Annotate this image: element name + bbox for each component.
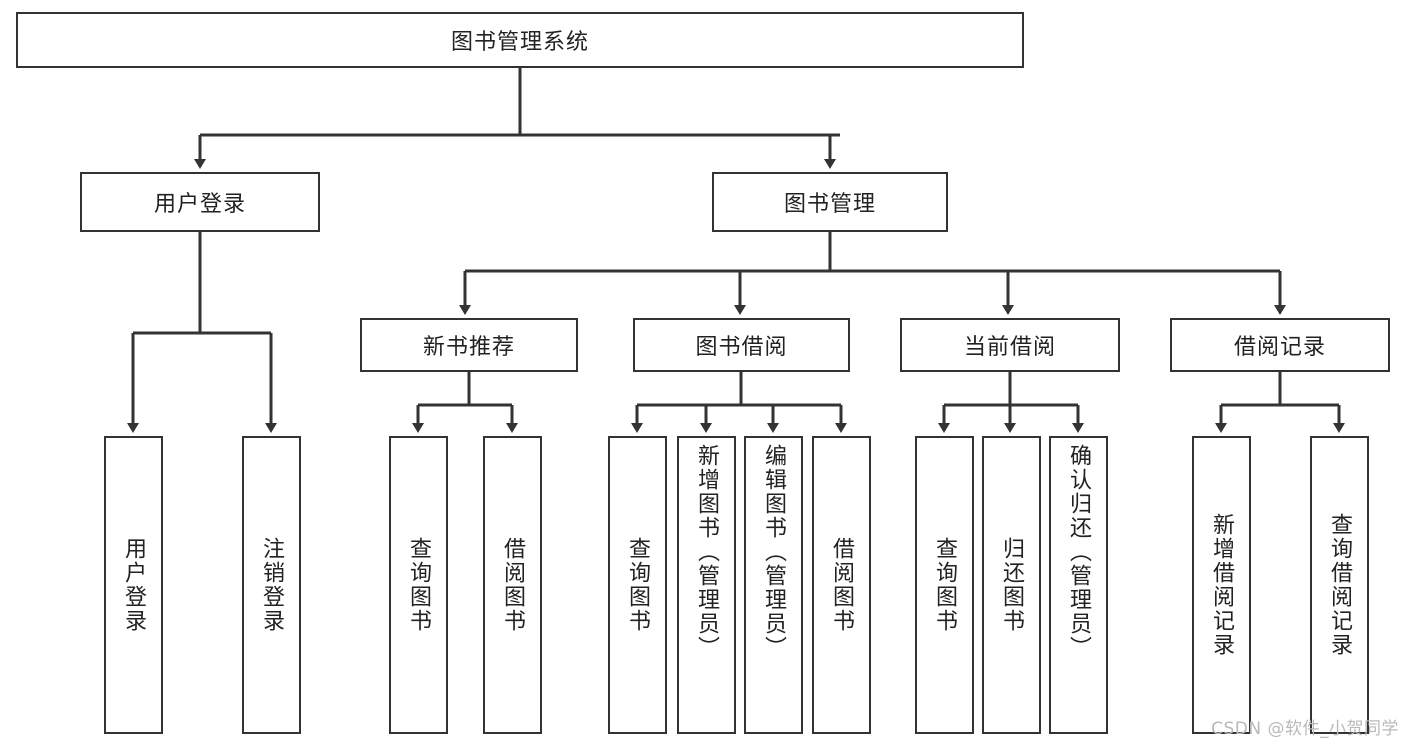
node-book-management[interactable]: 图书管理 bbox=[712, 172, 948, 232]
node-leaf-confirm-return-admin[interactable]: 确认归还（管理员） bbox=[1049, 436, 1108, 734]
node-leaf-borrow-books-borrow[interactable]: 借阅图书 bbox=[812, 436, 871, 734]
node-current-borrow[interactable]: 当前借阅 bbox=[900, 318, 1120, 372]
node-leaf-query-books-current[interactable]: 查询图书 bbox=[915, 436, 974, 734]
node-leaf-edit-book-admin[interactable]: 编辑图书（管理员） bbox=[744, 436, 803, 734]
node-leaf-query-books-borrow[interactable]: 查询图书 bbox=[608, 436, 667, 734]
csdn-watermark: CSDN @软件_小贺同学 bbox=[1211, 719, 1399, 739]
node-book-borrow[interactable]: 图书借阅 bbox=[633, 318, 850, 372]
node-leaf-add-borrow-record[interactable]: 新增借阅记录 bbox=[1192, 436, 1251, 734]
node-new-book-recommend[interactable]: 新书推荐 bbox=[360, 318, 578, 372]
node-leaf-logout-login[interactable]: 注销登录 bbox=[242, 436, 301, 734]
node-leaf-user-login[interactable]: 用户登录 bbox=[104, 436, 163, 734]
node-leaf-add-book-admin[interactable]: 新增图书（管理员） bbox=[677, 436, 736, 734]
node-user-login[interactable]: 用户登录 bbox=[80, 172, 320, 232]
node-root-system[interactable]: 图书管理系统 bbox=[16, 12, 1024, 68]
node-leaf-borrow-books-recommend[interactable]: 借阅图书 bbox=[483, 436, 542, 734]
node-leaf-query-books-recommend[interactable]: 查询图书 bbox=[389, 436, 448, 734]
node-leaf-query-borrow-record[interactable]: 查询借阅记录 bbox=[1310, 436, 1369, 734]
node-borrow-record[interactable]: 借阅记录 bbox=[1170, 318, 1390, 372]
node-leaf-return-books[interactable]: 归还图书 bbox=[982, 436, 1041, 734]
